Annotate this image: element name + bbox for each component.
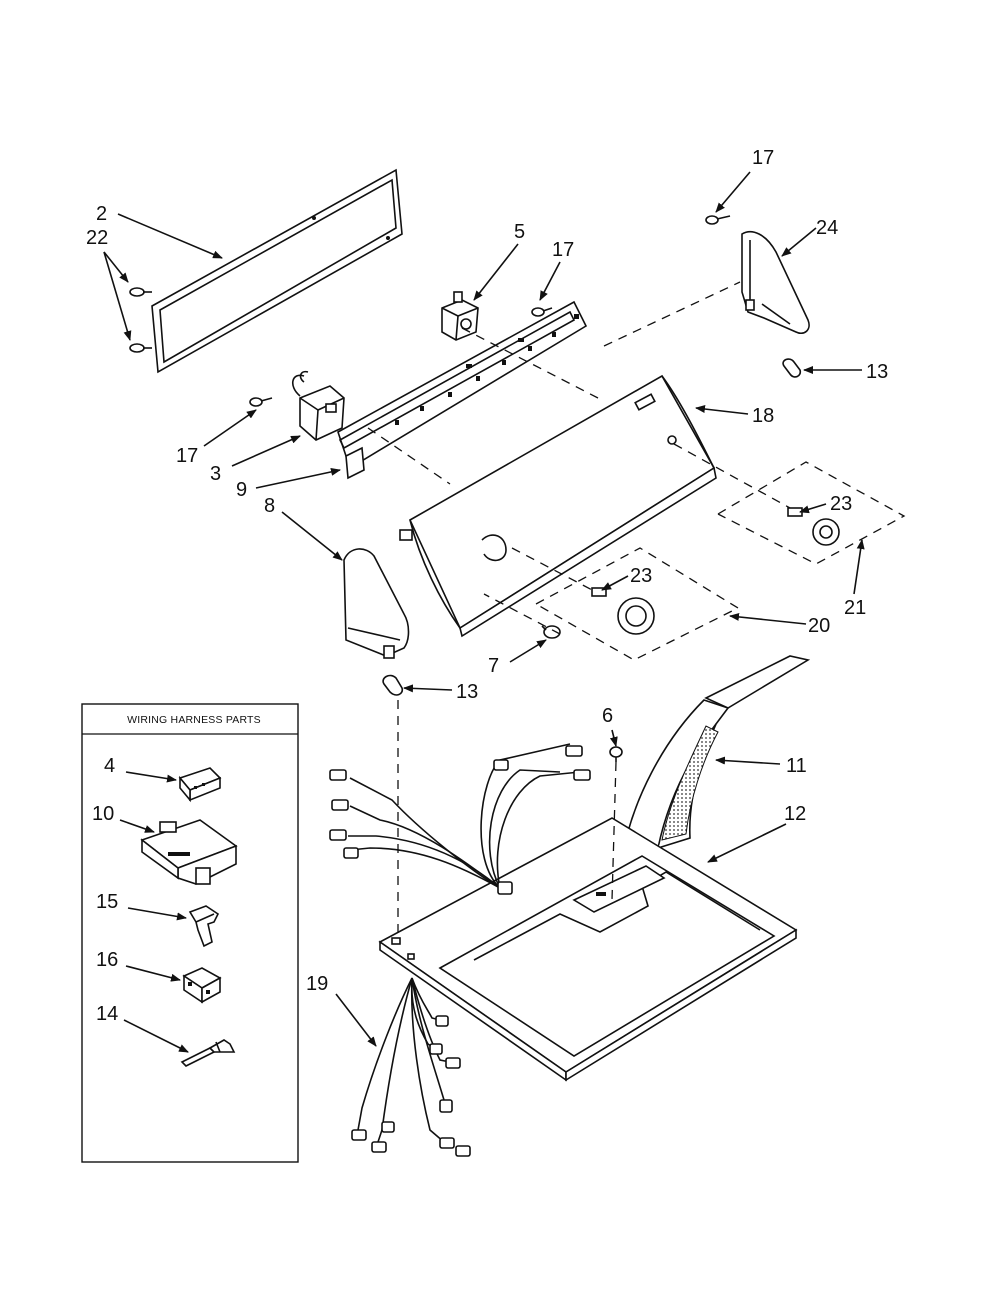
screw-22-upper xyxy=(129,287,152,297)
callout-23-left: 23 xyxy=(630,565,652,587)
bracket-part-9 xyxy=(337,300,588,480)
connector-part-4 xyxy=(178,767,222,803)
leader-lines xyxy=(103,171,865,1053)
knob-assembly-20 xyxy=(535,547,740,661)
callout-14: 14 xyxy=(96,1003,118,1025)
callout-20: 20 xyxy=(808,615,830,637)
callout-24: 24 xyxy=(816,217,838,239)
callout-3: 3 xyxy=(210,463,221,485)
clip-part-13-lower xyxy=(382,674,404,696)
harness-upper-wires xyxy=(329,743,591,895)
callout-17-middle: 17 xyxy=(552,239,574,261)
inset-title: WIRING HARNESS PARTS xyxy=(127,714,261,726)
callout-21: 21 xyxy=(844,597,866,619)
screw-17-left xyxy=(249,397,273,407)
callout-23-right: 23 xyxy=(830,493,852,515)
callout-15: 15 xyxy=(96,891,118,913)
switch-part-5 xyxy=(441,291,479,341)
wiring-harness-inset: WIRING HARNESS PARTS xyxy=(81,703,299,1163)
assembly-guide-lines xyxy=(367,281,791,938)
lint-screen-part-11 xyxy=(620,655,811,860)
knob-part-7 xyxy=(541,625,561,639)
callout-19: 19 xyxy=(306,973,328,995)
callout-11: 11 xyxy=(786,755,807,777)
callout-17-right: 17 xyxy=(752,147,774,169)
callout-5: 5 xyxy=(514,221,525,243)
callout-12: 12 xyxy=(784,803,806,825)
callout-6: 6 xyxy=(602,705,613,727)
end-cap-part-8 xyxy=(343,548,410,659)
screw-17-middle xyxy=(531,307,553,317)
end-cap-part-24 xyxy=(741,230,810,335)
callout-16: 16 xyxy=(96,949,118,971)
screw-17-right xyxy=(705,215,731,225)
top-panel-part-12 xyxy=(378,817,798,1082)
callout-7: 7 xyxy=(488,655,499,677)
callout-18: 18 xyxy=(752,405,774,427)
harness-part-19 xyxy=(351,977,471,1157)
rear-panel-part xyxy=(151,168,403,374)
knob-assembly-21 xyxy=(717,461,906,565)
callout-8: 8 xyxy=(264,495,275,517)
clip-part-13-upper xyxy=(782,358,802,378)
callout-10: 10 xyxy=(92,803,114,825)
callout-labels: 2 22 5 17 17 24 13 18 17 3 9 8 23 21 23 … xyxy=(86,147,888,1025)
callout-22: 22 xyxy=(86,227,108,249)
callout-9: 9 xyxy=(236,479,247,501)
connector-part-10 xyxy=(140,819,238,885)
callout-4: 4 xyxy=(104,755,115,777)
callout-2: 2 xyxy=(96,203,107,225)
connector-part-16 xyxy=(182,967,222,1004)
terminal-part-14 xyxy=(180,1039,236,1067)
callout-13-upper: 13 xyxy=(866,361,888,383)
callout-17-left: 17 xyxy=(176,445,198,467)
connector-part-15 xyxy=(188,905,220,948)
screw-22-lower xyxy=(129,343,152,353)
timer-part-3 xyxy=(292,370,345,441)
callout-13-lower: 13 xyxy=(456,681,478,703)
console-part-18 xyxy=(399,374,717,638)
grommet-part-6 xyxy=(609,746,623,762)
